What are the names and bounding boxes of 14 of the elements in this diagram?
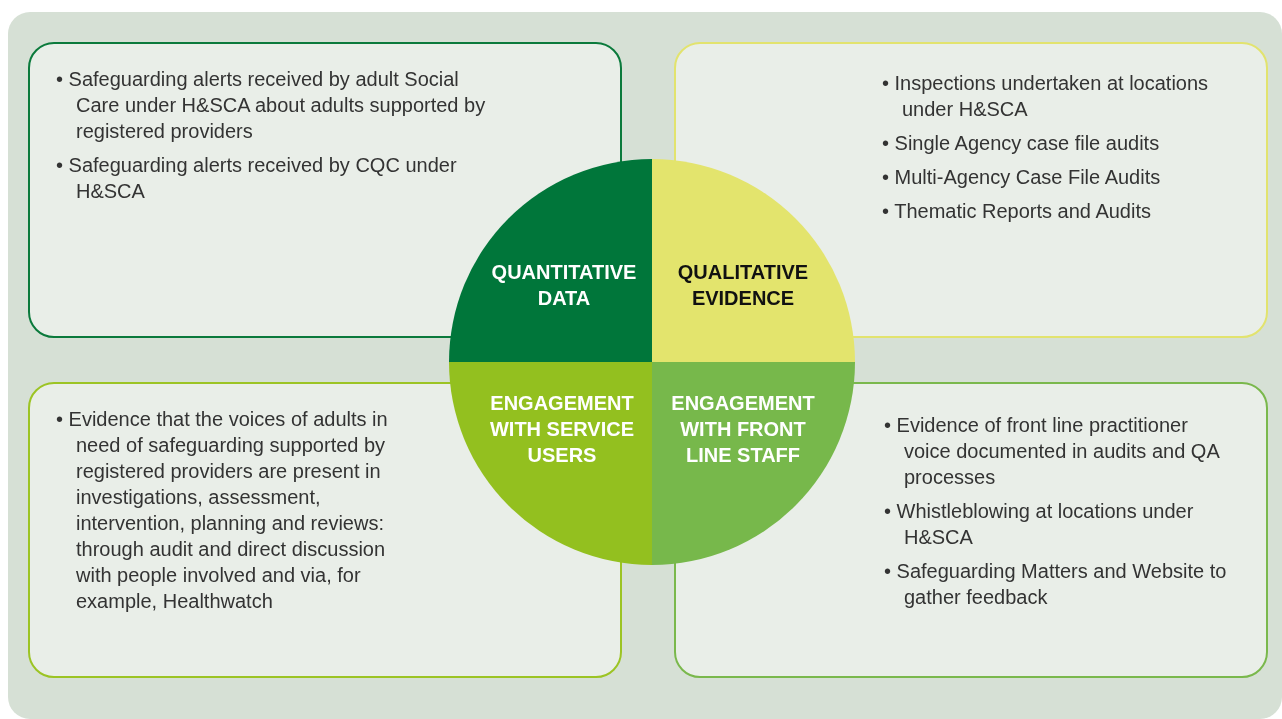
bullet-text: • Evidence of front line practitioner voice documented in audits and QA processes xyxy=(884,413,1221,490)
quadrant-label: QUANTITATIVE DATA xyxy=(490,260,638,311)
bullet-text: • Evidence that the voices of adults in need of safeguarding supported by registered providers are present in investigations, assessment, intervention, planning and reviews: through audit and direct discussion with people involved and via, for example, Healthwatch xyxy=(56,407,389,614)
bullet-text: • Inspections undertaken at locations under H&SCA xyxy=(882,71,1210,122)
quadrant-label: QUALITATIVE EVIDENCE xyxy=(676,260,810,311)
bullet-text: • Thematic Reports and Audits xyxy=(882,199,1152,224)
bullet-text: • Safeguarding Matters and Website to gather feedback xyxy=(884,559,1228,610)
bullet-text: • Safeguarding alerts received by CQC under H&SCA xyxy=(56,153,458,204)
bullet-text: • Safeguarding alerts received by adult Social Care under H&SCA about adults supported by registered providers xyxy=(56,67,486,144)
bullet-text: • Multi-Agency Case File Audits xyxy=(882,165,1162,190)
bullet-text: • Whistleblowing at locations under H&SCA xyxy=(884,499,1195,550)
quadrant-label: ENGAGEMENT WITH SERVICE USERS xyxy=(488,391,636,468)
bullet-text: • Single Agency case file audits xyxy=(882,131,1161,156)
quadrant-label: ENGAGEMENT WITH FRONT LINE STAFF xyxy=(670,391,816,468)
